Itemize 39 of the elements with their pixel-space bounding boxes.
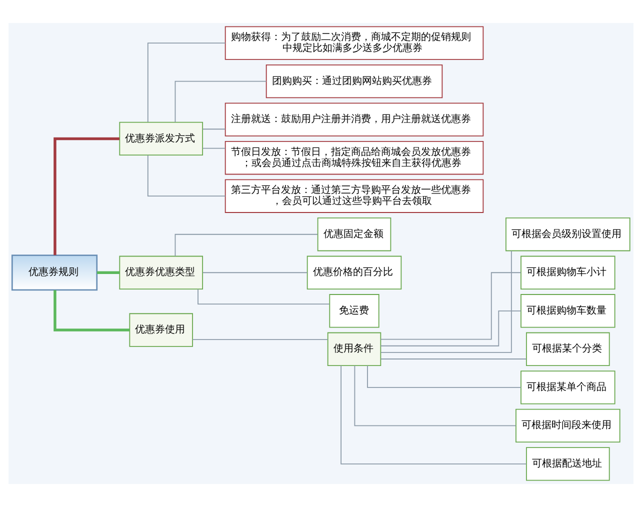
connector: [147, 154, 226, 197]
node-box: 优惠价格的百分比: [306, 256, 402, 290]
connector: [54, 290, 130, 332]
connector: [367, 365, 522, 388]
node-box: 优惠券使用: [129, 313, 193, 347]
connector: [96, 271, 120, 274]
connector: [174, 80, 267, 123]
node-box: 第三方平台发放：通过第三方导购平台发放一些优惠券，会员可以通过这些导购平台去领取: [224, 179, 484, 213]
connector: [202, 272, 308, 274]
node-box: 可根据某个分类: [526, 332, 610, 366]
connector: [54, 137, 120, 256]
node-box: 可根据会员级别设置使用: [506, 218, 630, 252]
connector: [202, 148, 226, 149]
node-box: 免运费: [329, 294, 380, 328]
connector: [380, 310, 522, 346]
node-box: 优惠券派发方式: [119, 122, 204, 156]
connector: [354, 365, 516, 426]
connector: [192, 339, 328, 340]
node-box: 可根据配送地址: [526, 447, 610, 481]
connector: [380, 358, 527, 360]
connector: [147, 42, 226, 122]
node-box: 购物获得：为了鼓励二次消费，商城不定期的促销规则中规定比如满多少送多少优惠券: [224, 26, 484, 60]
node-box: 注册就送：鼓励用户注册并消费，用户注册就送优惠券: [224, 102, 484, 136]
connector: [202, 128, 226, 130]
connector: [340, 365, 527, 464]
connector: [380, 272, 522, 340]
connector: [380, 250, 512, 353]
connector: [198, 288, 330, 305]
node-box: 可根据时间段来使用: [516, 408, 620, 443]
node-box: 使用条件: [327, 332, 382, 366]
node-box: 可根据某单个商品: [520, 370, 616, 404]
connector: [174, 234, 318, 257]
node-box: 优惠券优惠类型: [119, 256, 204, 290]
node-box: 团购购买：通过团购网站购买优惠券: [266, 64, 443, 98]
node-box: 优惠固定金额: [317, 218, 392, 252]
node-box: 可根据购物车数量: [520, 294, 616, 328]
node-box: 优惠券规则: [11, 254, 98, 291]
node-box: 可根据购物车小计: [520, 256, 616, 290]
node-box: 节假日发放：节假日，指定商品给商城会员发放优惠券；或会员通过点击商城特殊按钮来自主获得优惠券: [224, 140, 484, 175]
